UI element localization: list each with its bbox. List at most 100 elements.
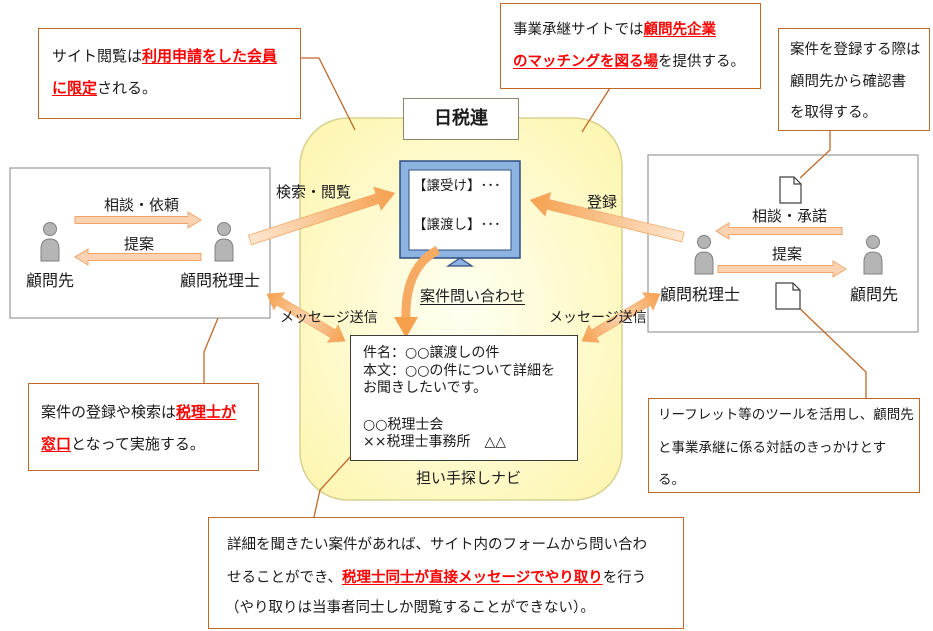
callout-line: （やり取りは当事者同士しか閲覧することができない）。 [225, 601, 595, 616]
callout-highlight: 税理士同士が直接メッセージでやり取り [341, 570, 603, 586]
inquiry-curved-arrow [401, 245, 441, 320]
document-icon [775, 282, 801, 310]
document-sheet [775, 282, 801, 310]
callout-line: 事業承継サイトでは顧問先企業 [513, 23, 716, 38]
connector-site-access [300, 57, 356, 131]
monitor-icon [399, 160, 521, 267]
callout-site-access: サイト閲覧は利用申請をした会員 に限定される。 [38, 28, 301, 119]
person-head [217, 222, 231, 236]
callout-confirmation: 案件を登録する際は 顧問先から確認書 を取得する。 [778, 28, 930, 131]
consult-request-arrow [74, 211, 202, 229]
monitor-screen [408, 169, 512, 251]
callout-inquiry: 詳細を聞きたい案件があれば、サイト内のフォームから問い合わ せることができ、税理… [208, 517, 684, 629]
callout-text: される。 [97, 79, 158, 97]
callout-line: 詳細を聞きたい案件があれば、サイト内のフォームから問い合わ [227, 538, 647, 553]
register-arrow-shape [529, 192, 685, 243]
inquiry-arrow-head [394, 317, 418, 338]
document-icon [779, 176, 802, 204]
person-icon [214, 222, 234, 262]
search-browse-label: 検索・閲覧 [276, 183, 352, 201]
organization-title-text: 日税連 [434, 108, 488, 129]
connector-leaflet [794, 303, 867, 398]
consult-approval-arrow [715, 222, 843, 240]
register-arrow [529, 192, 685, 243]
callout-text: 案件の登録や検索は [41, 403, 177, 421]
message-signature-line: ○○税理士会 [363, 417, 444, 433]
callout-text: せることができ、 [227, 570, 342, 586]
inquiry-label: 案件問い合わせ [420, 287, 526, 305]
callout-window: 案件の登録や検索は税理士が 窓口となって実施する。 [28, 383, 259, 471]
document-fold [792, 283, 800, 291]
register-label: 登録 [587, 193, 618, 211]
callout-highlight: 税理士が [176, 403, 237, 421]
callout-text: 事業承継サイトでは [513, 22, 644, 38]
advisor-label-left: 顧問税理士 [180, 271, 261, 290]
consult-request-label: 相談・依頼 [104, 196, 180, 214]
callout-connectors [203, 57, 867, 518]
client-label-right: 顧問先 [850, 285, 899, 304]
person-body [40, 238, 60, 262]
search-browse-arrow [247, 186, 396, 246]
callout-text: となって実施する。 [71, 435, 205, 453]
person-head [43, 222, 57, 236]
callout-highlight: 窓口 [41, 435, 72, 453]
message-body-line: 本文：○○の件について詳細を [363, 363, 556, 379]
callout-text: を行う [602, 570, 647, 586]
client-label-left: 顧問先 [26, 271, 75, 290]
message-arrow-right [581, 292, 661, 343]
connector-confirmation [799, 130, 831, 179]
callout-highlight: 顧問先企業 [643, 22, 717, 38]
callout-line: リーフレット等のツールを活用し、顧問先 [658, 407, 914, 423]
callout-line: る。 [658, 472, 685, 488]
callout-text: サイト閲覧は [52, 47, 143, 65]
message-right-label: メッセージ送信 [549, 310, 647, 326]
proposal-label-right: 提案 [772, 245, 803, 263]
document-fold [793, 177, 801, 185]
callout-line: 顧問先から確認書 [790, 74, 906, 90]
person-icon [40, 222, 60, 262]
person-head [697, 235, 711, 249]
connector-inquiry [313, 454, 353, 518]
callout-line: と事業承継に係る対話のきっかけとす [658, 440, 887, 456]
callout-leaflet: リーフレット等のツールを活用し、顧問先 と事業承継に係る対話のきっかけとす る。 [648, 398, 920, 493]
message-body-line: お聞きしたいです。 [363, 380, 488, 396]
connector-window [203, 317, 219, 383]
callout-line: せることができ、税理士同士が直接メッセージでやり取りを行う [227, 571, 646, 586]
proposal-arrow-left [74, 248, 202, 266]
monitor-stand [446, 257, 474, 267]
callout-highlight: 利用申請をした会員 [142, 47, 278, 65]
person-icon [694, 235, 714, 275]
callout-matching: 事業承継サイトでは顧問先企業 のマッチングを図る場を提供する。 [500, 3, 761, 89]
monitor-line-receive: 【譲受け】･･･ [413, 178, 501, 194]
platform-name: 担い手探しナビ [416, 469, 522, 487]
callout-highlight: のマッチングを図る場 [513, 54, 658, 70]
message-arrow-right-shape [581, 292, 661, 343]
callout-highlight: に限定 [52, 79, 98, 97]
callout-line: サイト閲覧は利用申請をした会員 [52, 49, 277, 64]
connector-matching [581, 87, 611, 133]
callout-line: 案件を登録する際は [790, 42, 921, 58]
advisor-label-right: 顧問税理士 [660, 285, 741, 304]
callout-line: 窓口となって実施する。 [41, 437, 205, 452]
callout-text: （やり取りは当事者同士しか閲覧することができない）。 [225, 600, 595, 616]
callout-text: を提供する。 [658, 54, 745, 70]
person-body [694, 251, 714, 275]
callout-line: に限定される。 [52, 81, 157, 96]
person-icon [863, 235, 883, 275]
callout-line: 案件の登録や検索は税理士が [41, 405, 236, 420]
message-arrow-left-shape [266, 292, 346, 343]
consult-approval-label: 相談・承諾 [752, 207, 828, 225]
search-browse-arrow-shape [247, 186, 396, 246]
person-body [863, 251, 883, 275]
message-form: 件名：○○譲渡しの件 本文：○○の件について詳細を お聞きしたいです。 ○○税理… [350, 335, 578, 461]
message-signature-line: ××税理士事務所 △△ [363, 434, 506, 450]
callout-line: を取得する。 [790, 105, 877, 121]
message-subject: 件名：○○譲渡しの件 [363, 345, 500, 361]
person-head [866, 235, 880, 249]
document-sheet [779, 176, 802, 204]
message-arrow-left [266, 292, 346, 343]
monitor-line-transfer: 【譲渡し】･･･ [413, 217, 501, 233]
callout-text: 詳細を聞きたい案件があれば、サイト内のフォームから問い合わ [227, 537, 648, 553]
proposal-arrow-right [717, 260, 847, 278]
person-body [214, 238, 234, 262]
